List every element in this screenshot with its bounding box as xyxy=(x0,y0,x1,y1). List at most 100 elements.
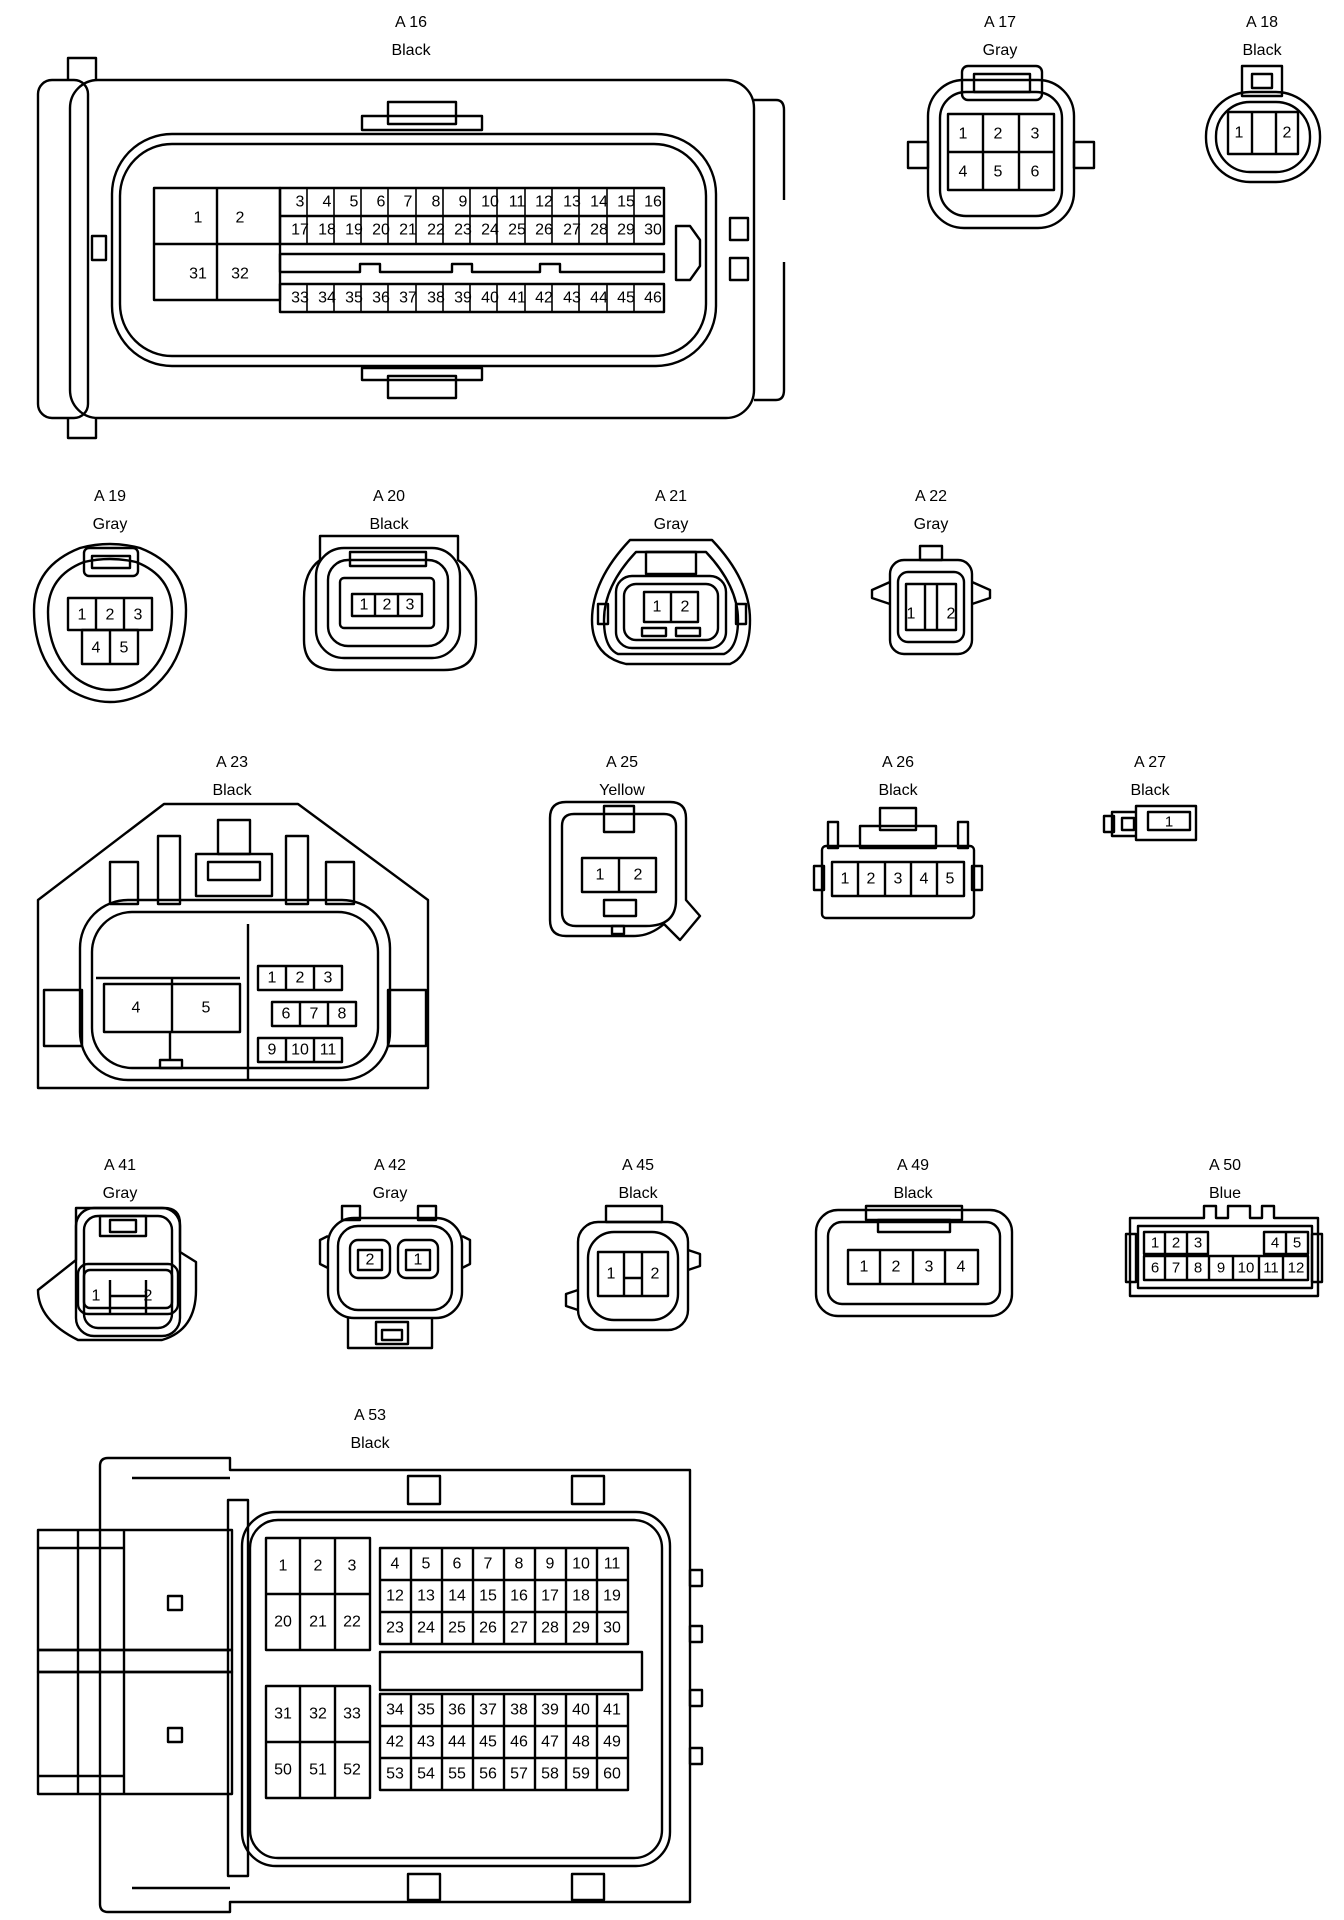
pin-number: 1 xyxy=(1165,814,1173,831)
connector-code: A 21 xyxy=(655,488,687,505)
pin-number: 8 xyxy=(1194,1260,1202,1277)
pin-number: 2 xyxy=(867,871,876,888)
pin-number: 44 xyxy=(590,290,608,307)
pin-number: 3 xyxy=(1194,1235,1202,1252)
connector-color: Black xyxy=(391,42,431,59)
connector-a16-grid-dividers xyxy=(306,188,635,312)
pin-number: 2 xyxy=(947,606,956,623)
pin-number: 5 xyxy=(202,1000,211,1017)
pin-number: 15 xyxy=(617,194,635,211)
pin-number: 42 xyxy=(386,1734,404,1751)
pin-number: 39 xyxy=(454,290,472,307)
connector-color: Blue xyxy=(1209,1185,1241,1202)
pin-number: 28 xyxy=(541,1620,559,1637)
pin-number: 23 xyxy=(386,1620,404,1637)
pin-number: 48 xyxy=(572,1734,590,1751)
pin-number: 2 xyxy=(681,599,690,616)
pin-number: 45 xyxy=(479,1734,497,1751)
connector-code: A 53 xyxy=(354,1407,386,1424)
pin-number: 16 xyxy=(644,194,662,211)
pin-number: 4 xyxy=(1271,1235,1279,1252)
pin-number: 2 xyxy=(144,1288,153,1305)
pin-number: 17 xyxy=(541,1588,559,1605)
connector-a27-housing xyxy=(1102,804,1198,842)
pin-number: 14 xyxy=(590,194,608,211)
pin-number: 56 xyxy=(479,1766,497,1783)
pin-number: 51 xyxy=(309,1762,327,1779)
pin-number: 20 xyxy=(274,1614,292,1631)
pin-number: 9 xyxy=(546,1556,555,1573)
pin-number: 40 xyxy=(572,1702,590,1719)
pin-number: 50 xyxy=(274,1762,292,1779)
pin-number: 22 xyxy=(427,222,445,239)
pin-number: 3 xyxy=(348,1558,357,1575)
connector-color: Yellow xyxy=(599,782,645,799)
connector-a17-housing xyxy=(906,64,1096,230)
pin-number: 38 xyxy=(427,290,445,307)
pin-number: 22 xyxy=(343,1614,361,1631)
pin-number: 12 xyxy=(386,1588,404,1605)
pin-number: 30 xyxy=(644,222,662,239)
pin-number: 7 xyxy=(404,194,413,211)
pin-number: 6 xyxy=(377,194,386,211)
connector-color: Black xyxy=(212,782,252,799)
pin-number: 4 xyxy=(132,1000,141,1017)
pin-number: 9 xyxy=(268,1042,277,1059)
pin-number: 17 xyxy=(291,222,309,239)
connector-color: Gray xyxy=(373,1185,408,1202)
pin-number: 27 xyxy=(563,222,581,239)
pin-number: 2 xyxy=(296,970,305,987)
connector-a41-housing xyxy=(36,1206,198,1342)
connector-a23: A 23 Black xyxy=(36,754,430,1090)
pin-number: 2 xyxy=(1172,1235,1180,1252)
pin-number: 36 xyxy=(372,290,390,307)
pin-number: 4 xyxy=(959,164,968,181)
connector-a25-housing xyxy=(548,800,702,942)
pin-number: 9 xyxy=(1217,1260,1225,1277)
pin-number: 42 xyxy=(535,290,553,307)
connector-color: Black xyxy=(350,1435,390,1452)
pin-number: 2 xyxy=(236,210,245,227)
pin-number: 38 xyxy=(510,1702,528,1719)
pin-number: 4 xyxy=(391,1556,400,1573)
pin-number: 57 xyxy=(510,1766,528,1783)
pin-number: 60 xyxy=(603,1766,621,1783)
connector-code: A 17 xyxy=(984,14,1016,31)
connector-a21-housing xyxy=(590,538,752,666)
pin-number: 13 xyxy=(417,1588,435,1605)
pin-number: 13 xyxy=(563,194,581,211)
pin-number: 35 xyxy=(417,1702,435,1719)
pin-number: 41 xyxy=(603,1702,621,1719)
pin-number: 8 xyxy=(338,1006,347,1023)
pin-number: 58 xyxy=(541,1766,559,1783)
pin-number: 2 xyxy=(892,1259,901,1276)
pin-number: 6 xyxy=(282,1006,291,1023)
pin-number: 1 xyxy=(907,606,916,623)
pin-number: 2 xyxy=(383,597,392,614)
connector-code: A 50 xyxy=(1209,1157,1241,1174)
pin-number: 5 xyxy=(994,164,1003,181)
pin-number: 24 xyxy=(481,222,499,239)
pin-number: 3 xyxy=(1031,126,1040,143)
pin-number: 55 xyxy=(448,1766,466,1783)
pin-number: 33 xyxy=(291,290,309,307)
pin-number: 34 xyxy=(318,290,336,307)
pin-number: 28 xyxy=(590,222,608,239)
connector-code: A 18 xyxy=(1246,14,1278,31)
